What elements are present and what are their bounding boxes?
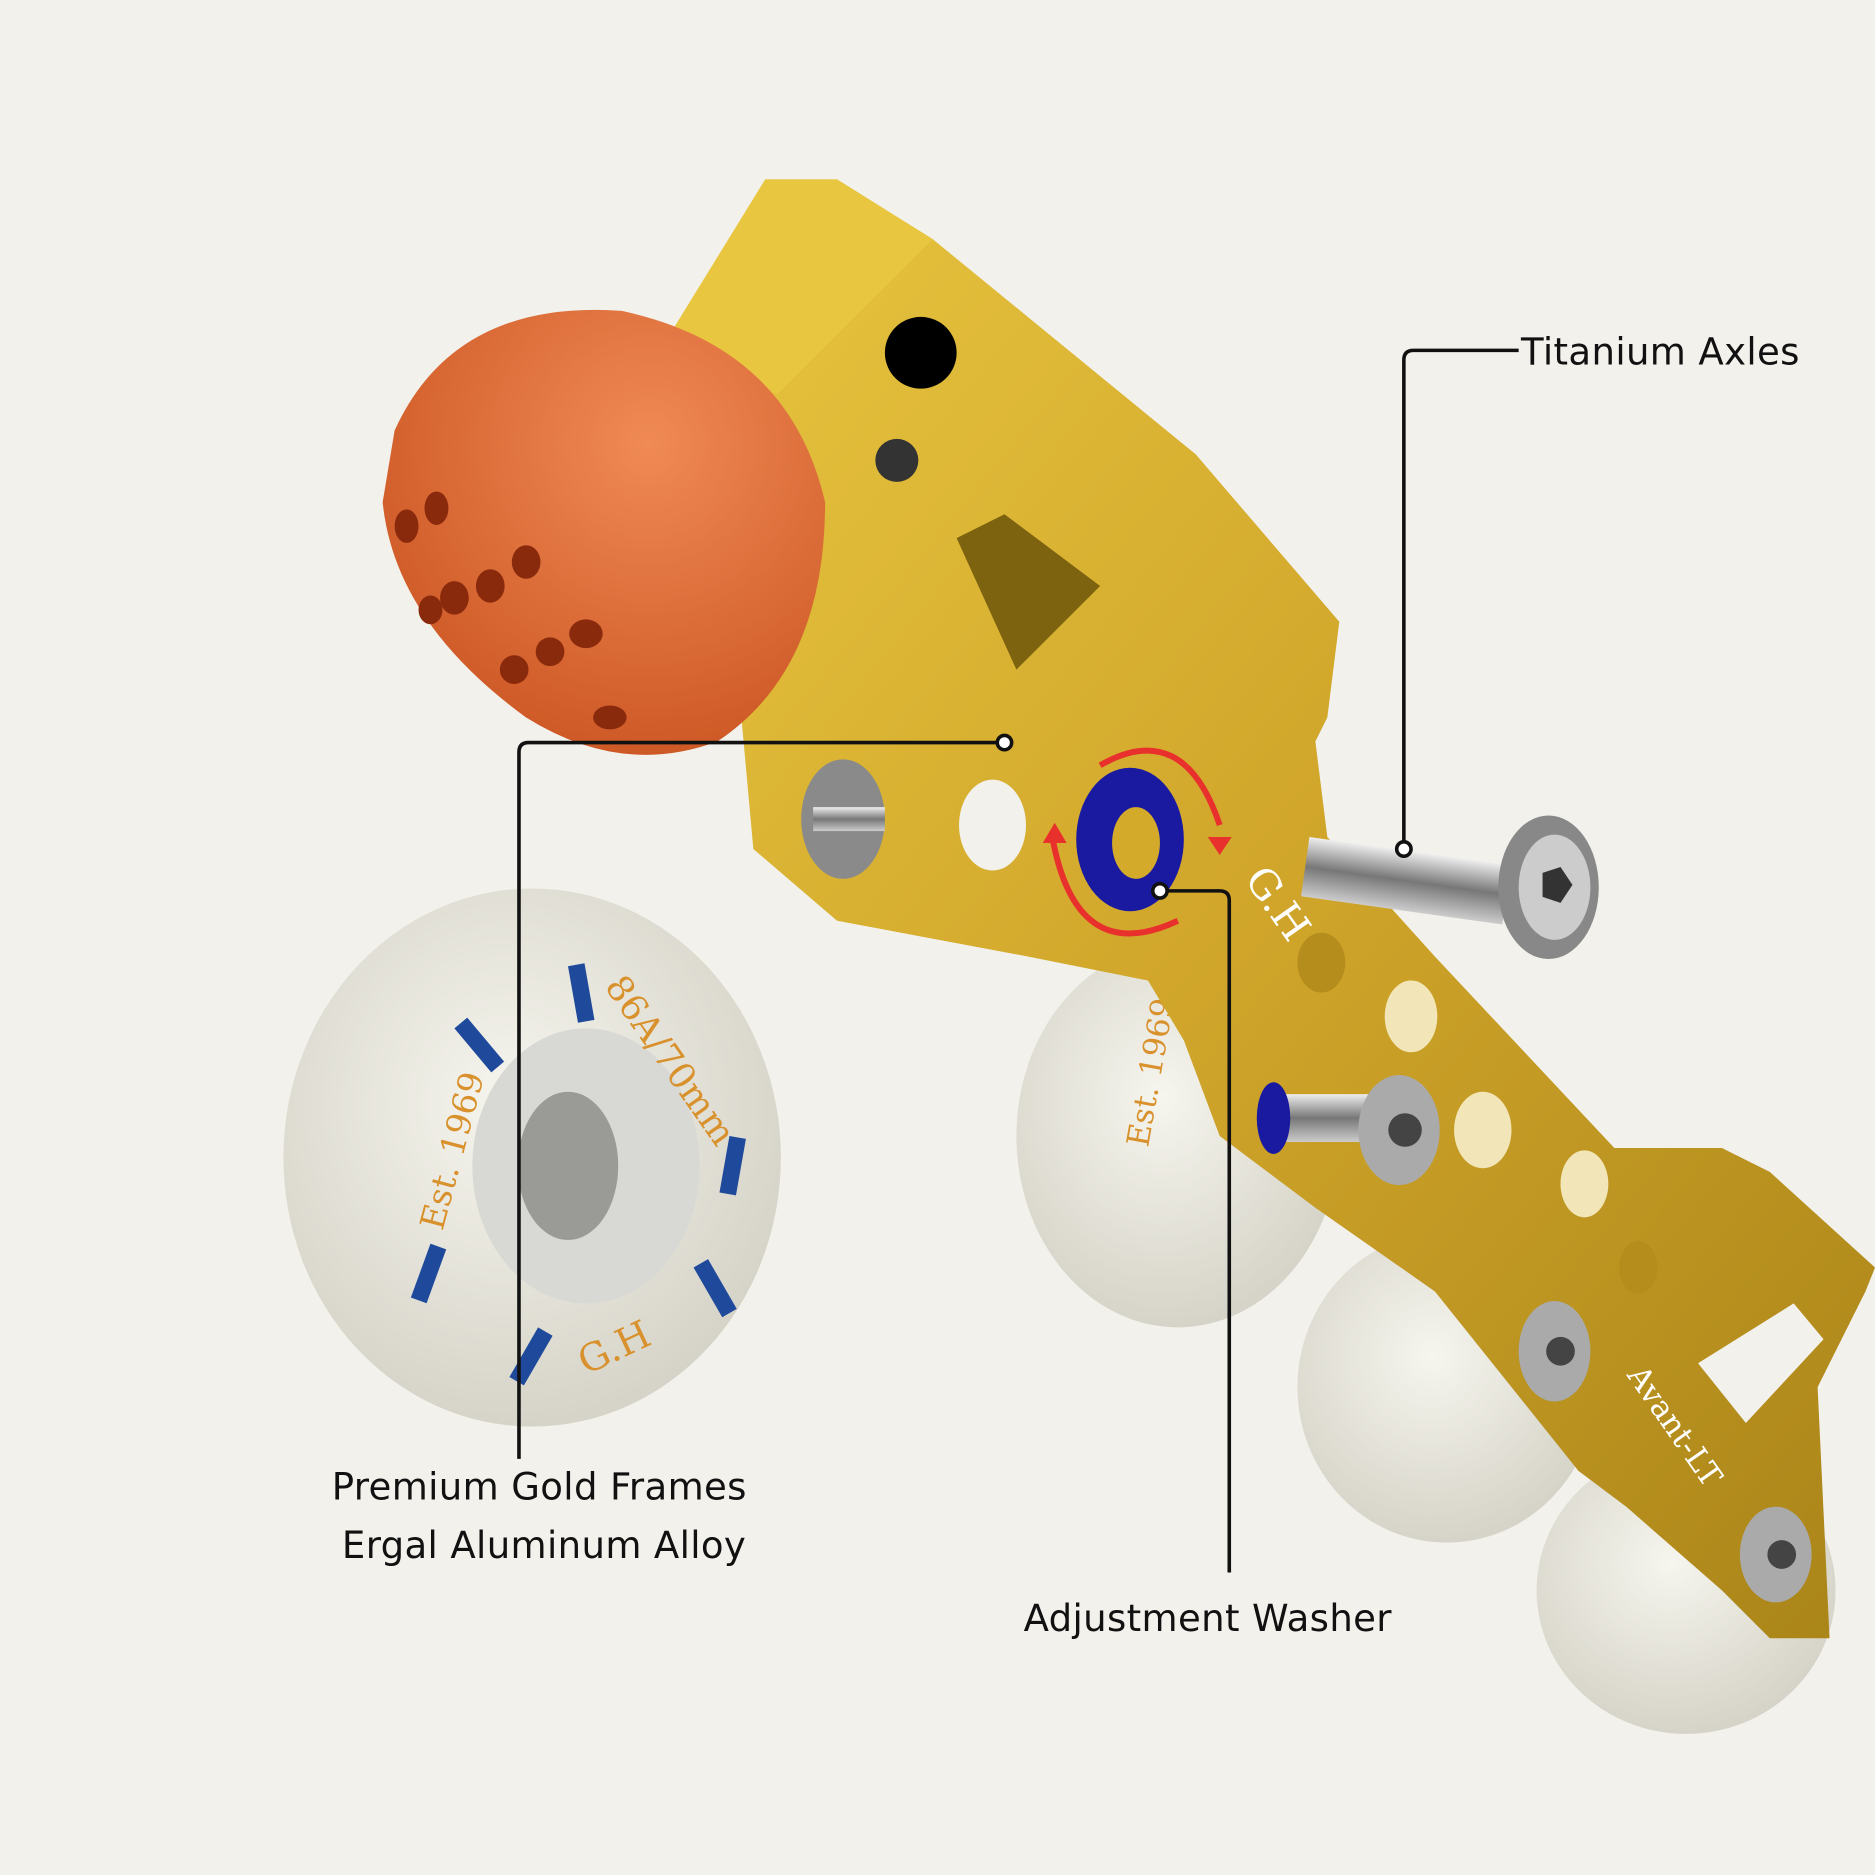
- callout-gold-frames: Premium Gold Frames Ergal Aluminum Alloy: [332, 733, 1014, 1567]
- callout-label-frames-2: Ergal Aluminum Alloy: [342, 1524, 746, 1567]
- orange-brake-pad: [382, 309, 826, 755]
- rear-bolt: [801, 759, 885, 879]
- adjustment-washer: [1076, 767, 1184, 912]
- rotation-arrows-icon: [1042, 747, 1232, 937]
- axle-bolt-3: [1518, 1301, 1591, 1402]
- titanium-axle: [1301, 815, 1599, 960]
- callout-adjustment-washer: Adjustment Washer: [1024, 881, 1393, 1640]
- callout-label-frames-1: Premium Gold Frames: [332, 1466, 747, 1509]
- callout-titanium-axles: Titanium Axles: [1394, 331, 1800, 858]
- axle-bolt-2: [1256, 1075, 1440, 1186]
- callout-label-axles: Titanium Axles: [1520, 331, 1800, 374]
- callout-label-washer: Adjustment Washer: [1024, 1597, 1393, 1640]
- loose-wheel: 86A/70mm Est. 1969 G.H: [283, 888, 781, 1427]
- axle-bolt-4: [1739, 1506, 1812, 1603]
- gold-frame: G.H Avant-LT: [669, 179, 1875, 1639]
